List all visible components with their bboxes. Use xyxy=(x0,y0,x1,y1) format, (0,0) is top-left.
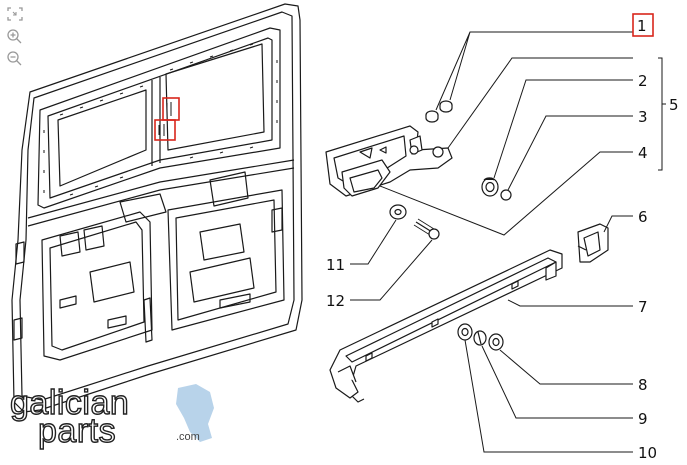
callout-2[interactable]: 2 xyxy=(638,72,648,90)
callout-11[interactable]: 11 xyxy=(326,256,345,274)
leader-lines xyxy=(350,31,666,453)
galicia-map-icon xyxy=(176,384,214,442)
upper-roller-bracket xyxy=(325,125,453,197)
callout-9[interactable]: 9 xyxy=(638,410,648,428)
part-1-caps xyxy=(425,100,453,123)
zoom-in-icon[interactable] xyxy=(6,28,24,44)
part-6-bracket xyxy=(577,223,609,263)
callout-3[interactable]: 3 xyxy=(638,108,648,126)
viewer-toolbar xyxy=(6,6,28,72)
logo-domain: .com xyxy=(176,431,200,443)
part-10-washer xyxy=(457,323,473,341)
logo-line-1: galician xyxy=(10,384,129,422)
callout-5[interactable]: 5 xyxy=(669,96,679,114)
zoom-out-icon[interactable] xyxy=(6,50,24,66)
sliding-door-panel xyxy=(11,3,303,413)
part-12-bolt xyxy=(413,218,440,240)
callout-7[interactable]: 7 xyxy=(638,298,648,316)
part-7-rail xyxy=(329,249,563,403)
callout-4[interactable]: 4 xyxy=(638,144,648,162)
callout-labels: 1 2 3 4 5 6 7 8 9 10 11 12 xyxy=(326,17,679,462)
fit-page-icon[interactable] xyxy=(6,6,24,22)
part-2-roller xyxy=(481,177,499,197)
highlight-markers xyxy=(154,97,180,141)
callout-8[interactable]: 8 xyxy=(638,376,648,394)
callout-12[interactable]: 12 xyxy=(326,292,345,310)
callout-6[interactable]: 6 xyxy=(638,208,648,226)
galicianparts-logo: galician parts .com xyxy=(9,383,214,451)
callout-10[interactable]: 10 xyxy=(638,444,657,462)
part-3-washer xyxy=(500,189,512,201)
callout-1[interactable]: 1 xyxy=(637,17,647,35)
callout-1-highlight xyxy=(632,13,654,37)
part-8-nut xyxy=(488,333,504,351)
part-11-washer xyxy=(389,204,407,220)
part-9-lock-washer xyxy=(473,330,487,346)
logo-line-2: parts xyxy=(38,412,116,450)
